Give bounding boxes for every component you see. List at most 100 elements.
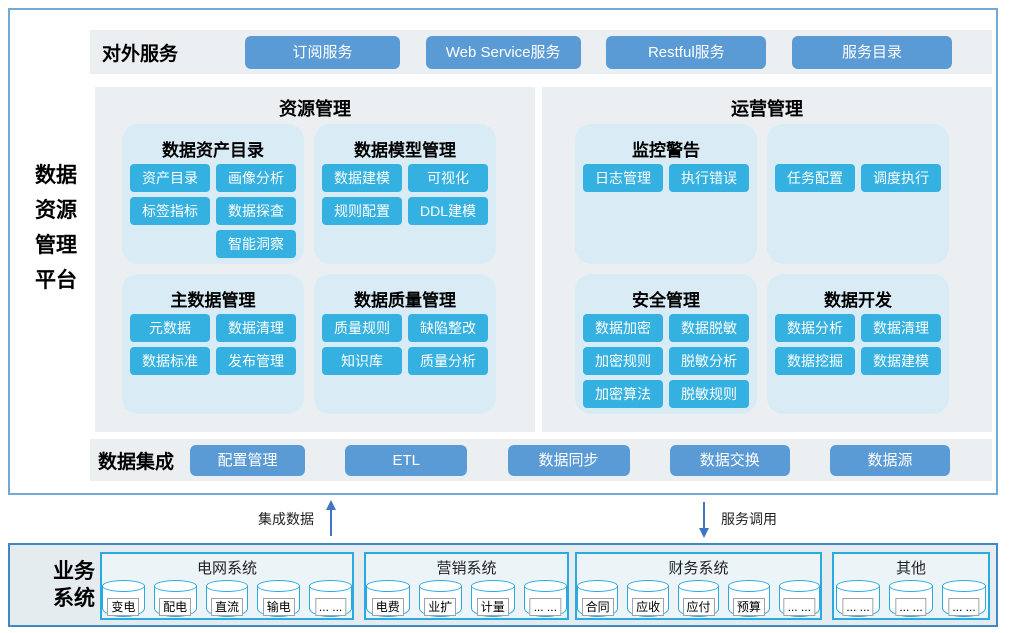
data-integration-band: 数据集成 配置管理 ETL 数据同步 数据交换 数据源 — [90, 439, 992, 481]
business-title-line: 业务 — [53, 560, 95, 583]
other-system-box: 其他 ... ... ... ... ... ... — [832, 552, 990, 620]
etl-block: ETL — [345, 444, 468, 476]
defect-rectify-block: 缺陷整改 — [408, 314, 488, 342]
operation-management-title: 运营管理 — [731, 99, 803, 119]
data-modeling-block: 数据建模 — [861, 347, 941, 375]
data-development-title: 数据开发 — [824, 291, 892, 310]
operation-management-panel: 运营管理 监控警告 日志管理 执行错误 任务配置 调度执行 安全管理 数据加密 — [542, 87, 992, 432]
data-modeling-block: 数据建模 — [322, 164, 402, 192]
metadata-block: 元数据 — [130, 314, 210, 342]
grid-system-databases: 变电 配电 直流 输电 ... ... — [102, 580, 352, 618]
security-management-panel: 安全管理 数据加密 数据脱敏 加密规则 脱敏分析 加密算法 脱敏规则 — [575, 274, 757, 414]
database-icon: ... ... — [889, 580, 933, 618]
rule-config-block: 规则配置 — [322, 197, 402, 225]
database-label: ... ... — [783, 598, 815, 616]
database-label: 应付 — [682, 598, 715, 616]
asset-catalog-block: 资产目录 — [130, 164, 210, 192]
marketing-system-databases: 电费 业扩 计量 ... ... — [366, 580, 567, 618]
database-icon: ... ... — [942, 580, 986, 618]
dispatch-execute-block: 调度执行 — [861, 164, 941, 192]
other-system-databases: ... ... ... ... ... ... — [834, 580, 988, 618]
log-management-block: 日志管理 — [583, 164, 663, 192]
platform-title: 数据 资源 管理 平台 — [24, 158, 88, 298]
finance-system-box: 财务系统 合同 应收 应付 预算 ... ... — [575, 552, 822, 620]
service-catalog-block: 服务目录 — [791, 35, 952, 69]
data-model-management-title: 数据模型管理 — [354, 141, 456, 160]
masking-rule-block: 脱敏规则 — [669, 380, 749, 408]
data-quality-management-chips: 质量规则 缺陷整改 知识库 质量分析 — [314, 314, 496, 375]
external-services-buttons: 订阅服务 Web Service服务 Restful服务 服务目录 — [190, 35, 952, 69]
database-icon: 电费 — [366, 580, 410, 618]
marketing-system-title: 营销系统 — [436, 560, 497, 577]
data-model-management-chips: 数据建模 可视化 规则配置 DDL建模 — [314, 164, 496, 225]
service-call-label: 服务调用 — [721, 511, 777, 527]
task-schedule-title-spacer — [767, 136, 949, 156]
publish-management-block: 发布管理 — [216, 347, 296, 375]
task-schedule-chips: 任务配置 调度执行 — [767, 164, 949, 192]
restful-service-block: Restful服务 — [606, 35, 767, 69]
data-development-chips: 数据分析 数据清理 数据挖掘 数据建模 — [767, 314, 949, 375]
database-label: ... ... — [842, 598, 874, 616]
business-title-line: 系统 — [53, 587, 95, 610]
data-asset-catalog-panel: 数据资产目录 资产目录 画像分析 标签指标 数据探查 智能洞察 — [122, 124, 304, 264]
data-quality-management-title: 数据质量管理 — [354, 291, 456, 310]
data-source-block: 数据源 — [830, 444, 950, 476]
master-data-management-title: 主数据管理 — [170, 291, 256, 310]
resource-management-panel: 资源管理 数据资产目录 资产目录 画像分析 标签指标 数据探查 智能洞察 数据模… — [95, 87, 535, 432]
tag-indicator-block: 标签指标 — [130, 197, 210, 225]
grid-system-box: 电网系统 变电 配电 直流 输电 ... ... — [100, 552, 354, 620]
visualization-block: 可视化 — [408, 164, 488, 192]
smart-insight-block: 智能洞察 — [216, 230, 296, 258]
data-asset-catalog-chips: 资产目录 画像分析 标签指标 数据探查 智能洞察 — [122, 164, 304, 258]
security-management-chips: 数据加密 数据脱敏 加密规则 脱敏分析 加密算法 脱敏规则 — [575, 314, 757, 408]
database-label: 直流 — [210, 598, 243, 616]
data-encryption-block: 数据加密 — [583, 314, 663, 342]
data-integration-buttons: 配置管理 ETL 数据同步 数据交换 数据源 — [190, 444, 950, 476]
external-services-band: 对外服务 订阅服务 Web Service服务 Restful服务 服务目录 — [90, 30, 992, 74]
ddl-modeling-block: DDL建模 — [408, 197, 488, 225]
data-exploration-block: 数据探查 — [216, 197, 296, 225]
data-model-management-panel: 数据模型管理 数据建模 可视化 规则配置 DDL建模 — [314, 124, 496, 264]
data-mining-block: 数据挖掘 — [775, 347, 855, 375]
database-label: ... ... — [314, 598, 347, 616]
monitor-alert-chips: 日志管理 执行错误 — [575, 164, 757, 192]
data-cleaning-block: 数据清理 — [216, 314, 296, 342]
database-icon: 输电 — [257, 580, 301, 618]
monitor-alert-panel: 监控警告 日志管理 执行错误 — [575, 124, 757, 264]
security-management-title: 安全管理 — [632, 291, 700, 310]
platform-title-line: 管理 — [35, 234, 77, 257]
finance-system-title: 财务系统 — [668, 560, 729, 577]
web-service-block: Web Service服务 — [425, 35, 581, 69]
monitor-alert-title: 监控警告 — [632, 141, 700, 160]
data-cleaning-block: 数据清理 — [861, 314, 941, 342]
data-standard-block: 数据标准 — [130, 347, 210, 375]
resource-management-title: 资源管理 — [279, 99, 351, 119]
database-label: 应收 — [632, 598, 665, 616]
database-icon: 变电 — [102, 580, 145, 618]
arrow-down-icon — [699, 502, 709, 538]
data-masking-block: 数据脱敏 — [669, 314, 749, 342]
encryption-algorithm-block: 加密算法 — [583, 380, 663, 408]
portrait-analysis-block: 画像分析 — [216, 164, 296, 192]
platform-title-line: 资源 — [35, 199, 77, 222]
database-icon: ... ... — [778, 580, 821, 618]
database-label: 配电 — [159, 598, 192, 616]
subscribe-service-block: 订阅服务 — [245, 35, 400, 69]
database-icon: 业扩 — [418, 580, 462, 618]
database-icon: 预算 — [728, 580, 770, 618]
grid-system-title: 电网系统 — [196, 560, 257, 577]
config-management-block: 配置管理 — [190, 444, 305, 476]
database-icon: 配电 — [153, 580, 197, 618]
database-label: 合同 — [581, 598, 614, 616]
integrate-data-label: 集成数据 — [258, 511, 314, 527]
platform-title-line: 数据 — [35, 164, 77, 187]
masking-analysis-block: 脱敏分析 — [669, 347, 749, 375]
data-sync-block: 数据同步 — [507, 444, 630, 476]
platform-title-line: 平台 — [35, 269, 77, 292]
database-label: ... ... — [895, 598, 927, 616]
integrate-data-flow: 集成数据 — [258, 500, 338, 538]
database-icon: 应收 — [627, 580, 669, 618]
data-integration-title: 数据集成 — [98, 451, 175, 473]
master-data-management-chips: 元数据 数据清理 数据标准 发布管理 — [122, 314, 304, 375]
